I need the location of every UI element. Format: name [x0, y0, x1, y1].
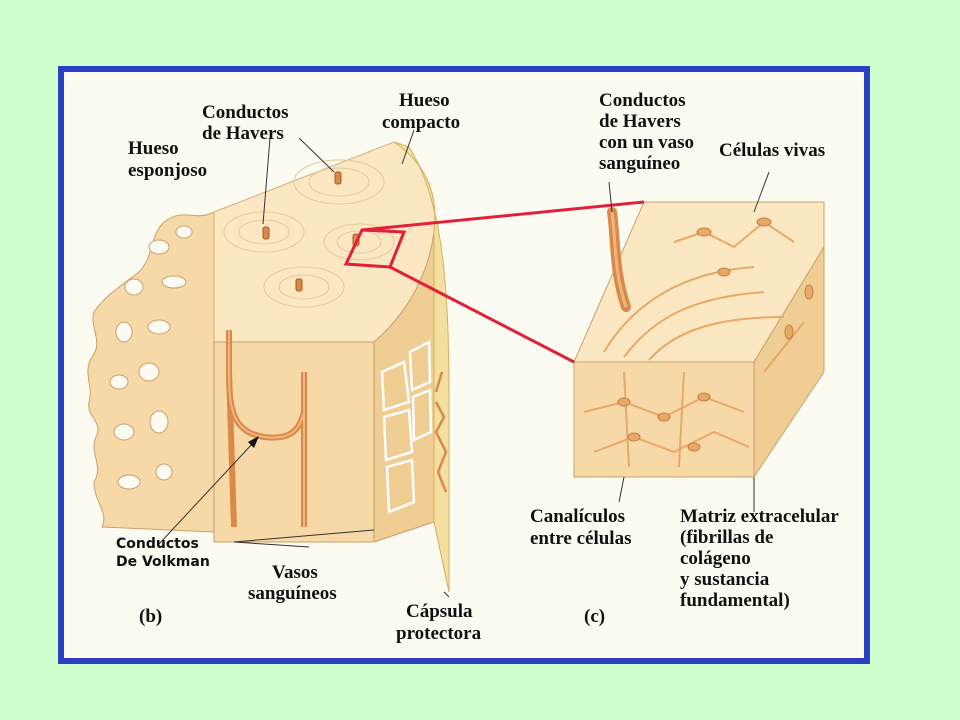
label-conductos-havers-vaso: Conductos de Havers con un vaso sanguíne… — [599, 90, 699, 174]
label-hueso-compacto: Hueso compacto — [382, 90, 460, 133]
periosteum-vessels — [434, 371, 448, 493]
zoom-line-top — [361, 200, 645, 232]
panel-label-b: (b) — [139, 606, 162, 627]
label-hueso-esponjoso: Hueso esponjoso — [128, 138, 207, 181]
pointer-lines — [158, 129, 770, 598]
front-vessels-highlight — [228, 330, 305, 527]
figure-frame: Hueso esponjoso Conductos de Havers Hues… — [58, 66, 870, 664]
side-osteons — [380, 339, 433, 514]
label-conductos-havers: Conductos de Havers — [202, 102, 293, 144]
panel-label-c: (c) — [584, 606, 605, 627]
label-vasos-sanguineos: Vasos sanguíneos — [248, 562, 337, 604]
label-celulas-vivas: Células vivas — [719, 140, 825, 161]
magnified-block-c — [573, 201, 825, 479]
lamellae — [223, 159, 395, 308]
label-matriz: Matriz extracelular (fibrillas de coláge… — [680, 506, 843, 611]
osteocytes — [617, 217, 814, 452]
zoom-line-bottom — [389, 265, 575, 364]
periosteum — [393, 141, 450, 593]
bone-section-b — [87, 141, 450, 593]
zoom-box — [343, 228, 407, 269]
block-side — [753, 245, 825, 479]
volkman-arrowhead — [248, 436, 259, 448]
spongy-holes — [109, 225, 193, 490]
zoom-indicator — [343, 200, 645, 364]
compact-bone-front — [213, 341, 375, 543]
label-capsula-protectora: Cápsula protectora — [396, 601, 482, 644]
bone-structure-diagram: Hueso esponjoso Conductos de Havers Hues… — [87, 90, 843, 644]
label-conductos-volkman: Conductos De Volkman — [116, 536, 210, 570]
label-canaliculos: Canalículos entre células — [530, 506, 632, 549]
haversian-vessel-highlight — [610, 211, 628, 308]
